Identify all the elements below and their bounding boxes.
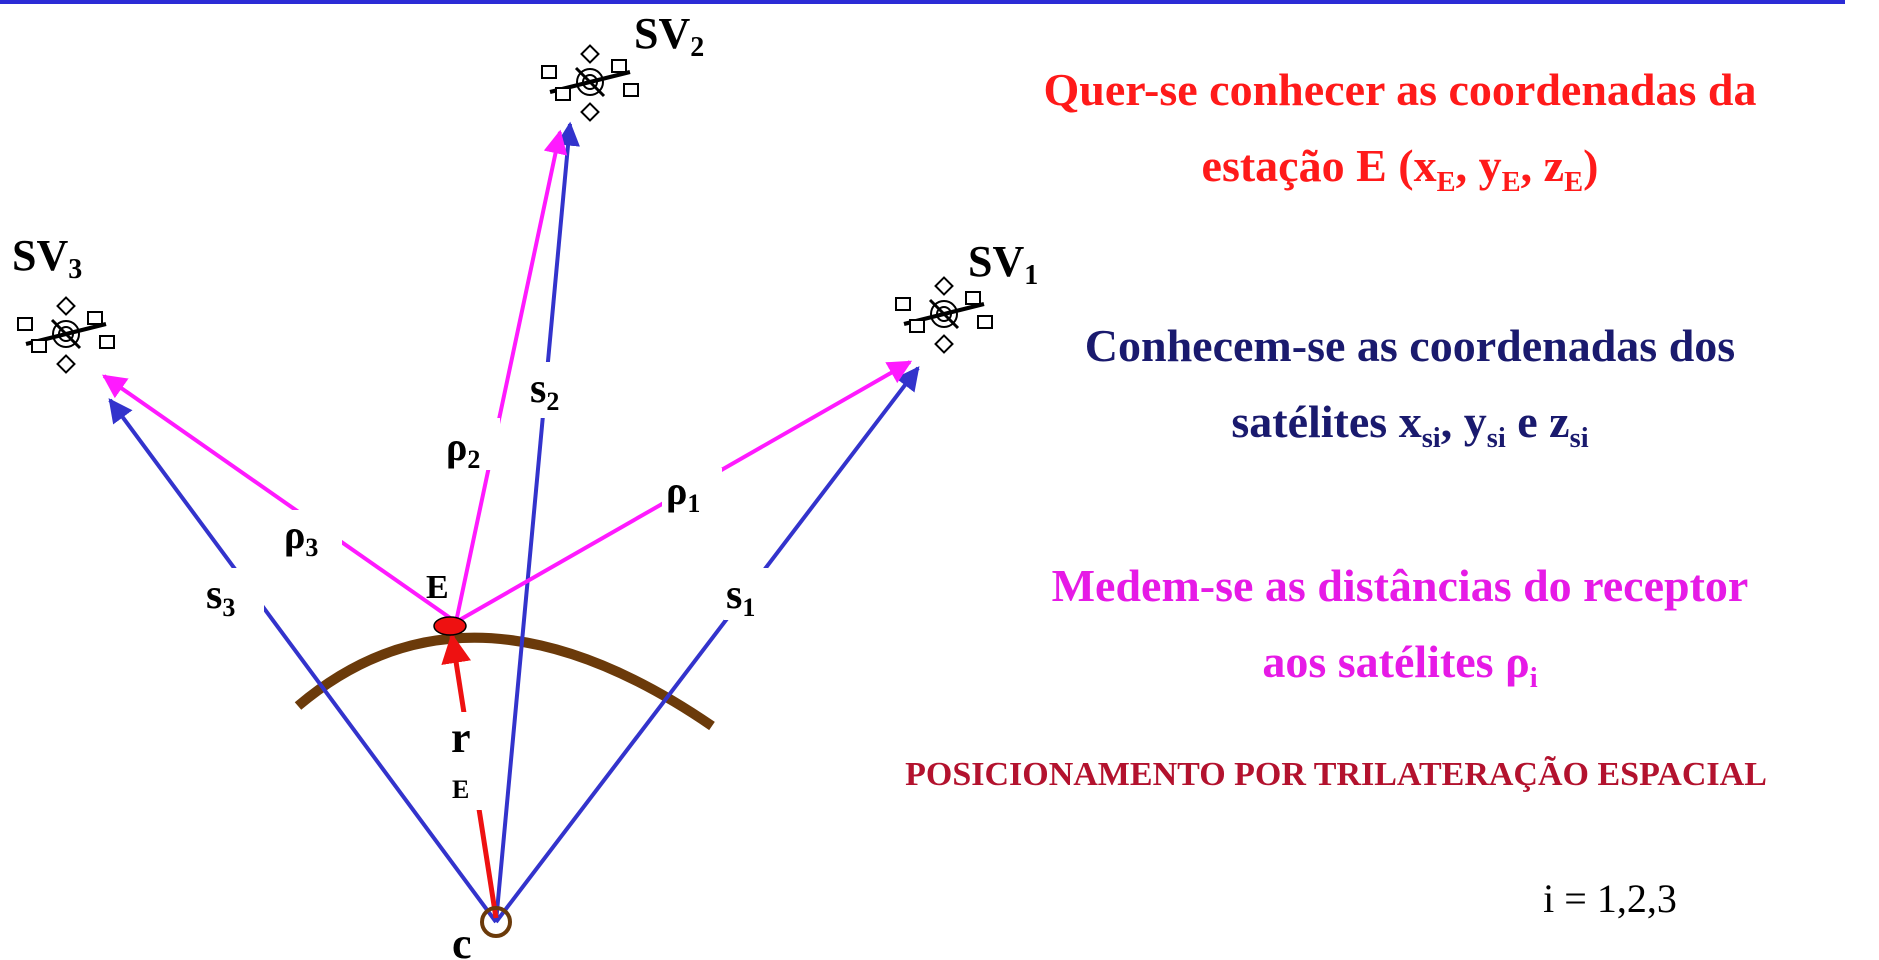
satellite-icon [542, 46, 638, 121]
svg-text:r: r [451, 713, 471, 762]
satellite-coordinates-text: Conhecem-se as coordenadas dos satélites… [1020, 308, 1800, 477]
svg-text:E: E [452, 775, 469, 804]
svg-text:SV2: SV2 [634, 9, 704, 63]
diagram-title: POSICIONAMENTO POR TRILATERAÇÃO ESPACIAL [796, 756, 1876, 794]
station-e-label: E [426, 569, 449, 606]
vector-s2 [496, 124, 570, 922]
index-range: i = 1,2,3 [1490, 875, 1730, 922]
known-coordinates-text: Quer-se conhecer as coordenadas da estaç… [960, 52, 1840, 221]
svg-text:SV3: SV3 [12, 231, 82, 285]
vector-s3 [110, 400, 496, 922]
earth-center-label: c [452, 919, 472, 960]
satellite-icon [896, 278, 992, 353]
svg-text:SV1: SV1 [968, 237, 1038, 291]
measured-distances-text: Medem-se as distâncias do receptor aos s… [960, 548, 1840, 717]
vector-rho3 [104, 376, 456, 622]
satellite-icon [18, 298, 114, 373]
station-e-marker [434, 617, 466, 635]
earth-surface-arc [298, 638, 712, 726]
